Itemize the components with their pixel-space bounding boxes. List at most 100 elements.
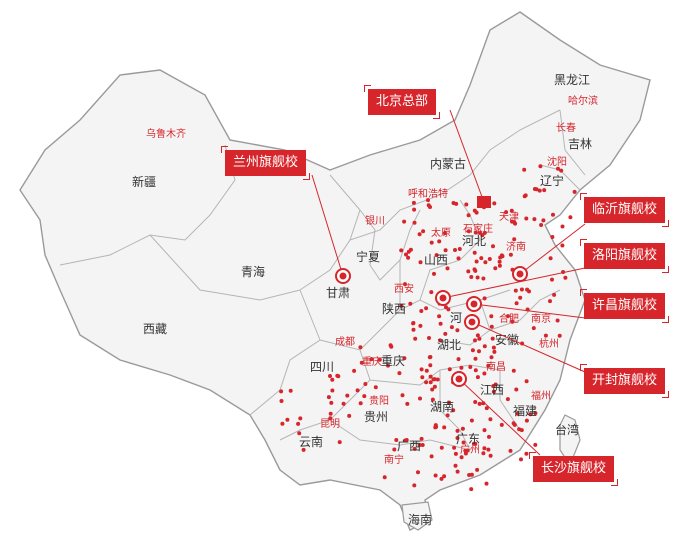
school-dot xyxy=(413,336,418,341)
school-dot xyxy=(430,397,435,402)
school-dot xyxy=(525,287,530,292)
school-dot xyxy=(427,336,431,340)
city-label-nanchang: 南昌 xyxy=(486,360,506,373)
callout-kaifeng-label: 开封旗舰校 xyxy=(592,373,658,388)
city-label-chongqing_c: 重庆 xyxy=(362,355,382,368)
school-dot xyxy=(568,215,573,220)
province-label-jilin: 吉林 xyxy=(568,137,592,151)
city-label-hangzhou: 杭州 xyxy=(539,337,559,350)
school-dot xyxy=(362,394,367,399)
school-dot xyxy=(560,243,565,248)
school-dot xyxy=(497,263,502,268)
school-dot xyxy=(428,374,433,379)
school-dot xyxy=(444,305,448,310)
province-label-gansu: 甘肃 xyxy=(326,286,350,300)
school-dot xyxy=(326,395,331,400)
school-dot xyxy=(509,208,514,213)
callout-linyi-label: 临沂旗舰校 xyxy=(592,202,658,217)
school-dot xyxy=(532,217,537,222)
school-dot xyxy=(449,325,454,330)
school-dot xyxy=(513,288,518,293)
school-dot xyxy=(329,400,334,405)
province-label-taiwan: 台湾 xyxy=(555,422,579,437)
school-dot xyxy=(556,166,560,171)
school-dot xyxy=(482,428,487,433)
school-dot xyxy=(493,382,498,387)
school-dot xyxy=(524,379,529,384)
province-label-anhui: 安徽 xyxy=(495,332,519,347)
school-dot xyxy=(421,229,426,234)
school-dot xyxy=(347,413,352,418)
leader-luoyang xyxy=(442,267,586,299)
school-dot xyxy=(404,252,408,257)
school-dot xyxy=(439,476,444,481)
school-dot xyxy=(424,380,429,385)
school-dot xyxy=(563,275,568,280)
school-dot xyxy=(491,345,496,350)
school-dot xyxy=(412,207,417,212)
school-dot xyxy=(424,368,429,373)
school-dot xyxy=(429,454,434,459)
school-dot xyxy=(418,396,422,401)
school-dot xyxy=(431,377,436,382)
school-dot xyxy=(474,259,479,264)
school-dot xyxy=(479,256,484,261)
school-dot xyxy=(522,167,527,172)
school-dot xyxy=(417,443,422,447)
school-dot xyxy=(491,389,496,394)
school-dot xyxy=(541,218,546,223)
school-dot xyxy=(532,187,537,191)
province-label-xizang: 西藏 xyxy=(143,322,167,336)
city-labels: 乌鲁木齐哈尔滨长春沈阳呼和浩特天津石家庄太原济南银川西安合肥南京杭州成都重庆贵阳… xyxy=(146,94,598,466)
province-label-shanxi: 山西 xyxy=(424,253,448,267)
province-labels: 黑龙江吉林辽宁内蒙古新疆青海西藏甘肃宁夏陕西山西河北河湖北安徽四川重庆贵州云南广… xyxy=(132,73,592,527)
school-dot xyxy=(466,269,471,274)
school-dot xyxy=(412,483,417,488)
school-dot xyxy=(337,440,342,445)
callout-xuchang-label: 许昌旗舰校 xyxy=(592,298,658,313)
school-dot xyxy=(504,210,509,215)
school-dot xyxy=(499,253,504,258)
school-dot xyxy=(469,472,474,477)
school-dot xyxy=(438,338,443,343)
city-label-wulumuqi: 乌鲁木齐 xyxy=(146,127,186,140)
school-dot xyxy=(524,216,529,221)
province-label-liaoning: 辽宁 xyxy=(540,173,564,188)
school-dot xyxy=(426,198,430,203)
school-dot xyxy=(419,436,424,441)
china-outline xyxy=(19,11,651,531)
school-dot xyxy=(328,416,333,421)
school-dot xyxy=(358,345,363,350)
school-dot xyxy=(433,423,438,428)
school-dot xyxy=(455,469,460,474)
school-dot xyxy=(420,443,425,447)
school-dot xyxy=(555,318,560,323)
school-dot xyxy=(551,212,555,217)
school-dot xyxy=(408,301,413,306)
school-dot xyxy=(482,371,487,376)
school-dot xyxy=(492,349,497,354)
school-dot xyxy=(341,401,346,406)
school-dot xyxy=(472,208,477,213)
school-dot xyxy=(451,408,456,413)
province-label-hainan: 海南 xyxy=(408,512,432,527)
callout-changsha: 长沙旗舰校 xyxy=(529,452,619,486)
school-dot xyxy=(455,428,460,433)
city-label-guangzhou: 广州 xyxy=(460,444,480,456)
school-dot xyxy=(473,441,478,446)
province-label-guangdong: 广东 xyxy=(456,432,480,446)
school-dot xyxy=(510,319,515,324)
school-dot xyxy=(406,249,411,254)
school-dot xyxy=(430,387,435,392)
school-dot xyxy=(514,301,519,306)
school-dot xyxy=(288,388,293,393)
school-dot xyxy=(335,373,340,378)
school-dot xyxy=(531,326,536,331)
school-dot xyxy=(514,387,519,392)
luoyang-marker xyxy=(435,290,451,306)
school-dot xyxy=(489,324,494,329)
province-label-jiangxi: 江西 xyxy=(480,383,504,397)
school-dot xyxy=(508,252,513,257)
school-dot xyxy=(488,453,493,458)
school-dot xyxy=(456,256,461,261)
